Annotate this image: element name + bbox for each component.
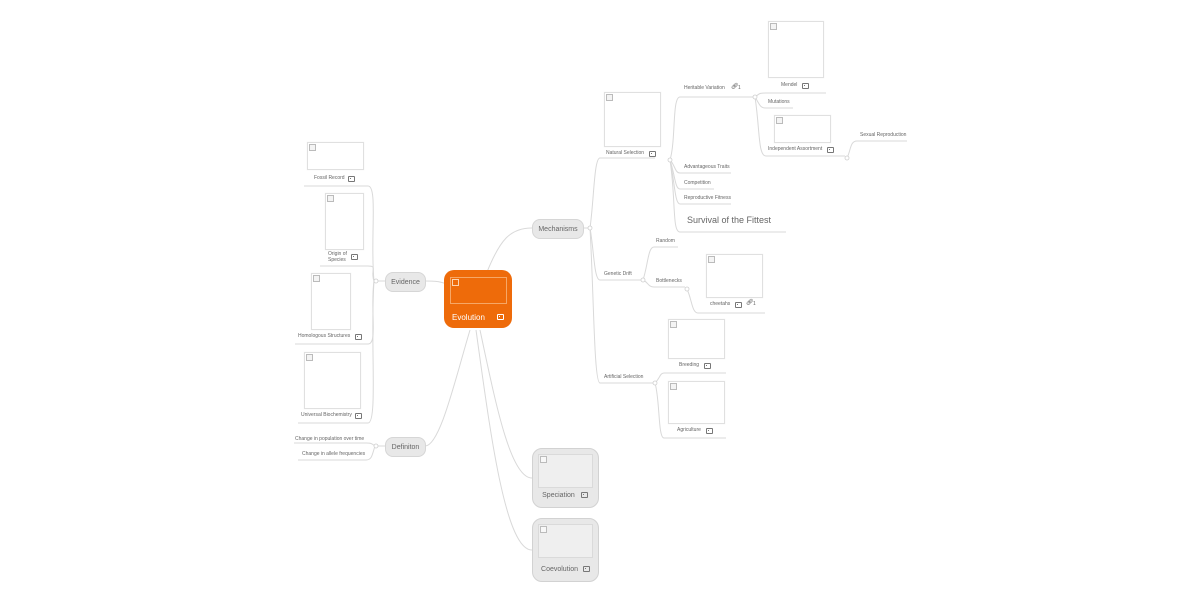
image-icon — [649, 151, 656, 157]
image-icon — [802, 83, 809, 89]
image-icon — [827, 147, 834, 153]
image-icon — [355, 413, 362, 419]
agriculture-label[interactable]: Agriculture — [677, 427, 701, 433]
homologous-structures-label[interactable]: Homologous Structures — [298, 333, 351, 339]
universal-biochemistry-image — [304, 352, 361, 409]
random-label[interactable]: Random — [656, 238, 675, 244]
topic-definition-label: Definiton — [391, 444, 420, 451]
link-icon[interactable]: 🔗︎ — [746, 300, 754, 306]
fossil-record-label[interactable]: Fossil Record — [314, 175, 345, 181]
survival-of-the-fittest-label[interactable]: Survival of the Fittest — [687, 215, 772, 225]
topic-speciation[interactable]: Speciation — [532, 448, 599, 508]
definition-item-population[interactable]: Change in population over time — [295, 436, 365, 442]
sexual-reproduction-label[interactable]: Sexual Reproduction — [860, 132, 907, 138]
independent-assortment-label[interactable]: Independent Assortment — [768, 146, 823, 152]
coevolution-image — [538, 524, 593, 558]
definition-item-allele[interactable]: Change in allele frequencies — [302, 451, 366, 457]
origin-of-species-label-line2[interactable]: Species — [328, 257, 346, 263]
genetic-drift-label[interactable]: Genetic Drift — [604, 271, 632, 277]
topic-evidence-label: Evidence — [391, 279, 420, 286]
cheetahs-link-count: 1 — [753, 301, 756, 307]
breeding-label[interactable]: Breeding — [679, 362, 700, 368]
independent-assortment-image — [774, 115, 831, 143]
topic-mechanisms[interactable]: Mechanisms — [532, 219, 584, 239]
origin-of-species-image — [325, 193, 364, 250]
topic-definition[interactable]: Definiton — [385, 437, 426, 457]
speciation-image — [538, 454, 593, 488]
homologous-structures-image — [311, 273, 351, 330]
image-icon — [355, 334, 362, 340]
topic-evidence[interactable]: Evidence — [385, 272, 426, 292]
artificial-selection-label[interactable]: Artificial Selection — [604, 374, 644, 380]
root-topic-evolution[interactable]: Evolution — [444, 270, 512, 328]
advantageous-traits-label[interactable]: Advantageous Traits — [684, 164, 730, 170]
topic-speciation-label: Speciation — [542, 492, 575, 499]
breeding-image — [668, 319, 725, 359]
origin-of-species-label-line1[interactable]: Origin of — [328, 251, 347, 257]
topic-mechanisms-label: Mechanisms — [538, 226, 578, 233]
competition-label[interactable]: Competition — [684, 180, 711, 186]
topic-coevolution-label: Coevolution — [541, 566, 578, 573]
root-image — [450, 277, 507, 304]
topic-coevolution[interactable]: Coevolution — [532, 518, 599, 582]
image-icon — [348, 176, 355, 182]
link-icon[interactable]: 🔗︎ — [731, 84, 739, 90]
mutations-label[interactable]: Mutations — [768, 99, 790, 105]
bottlenecks-label[interactable]: Bottlenecks — [656, 278, 682, 284]
image-icon — [497, 314, 504, 320]
cheetahs-image — [706, 254, 763, 298]
universal-biochemistry-label[interactable]: Universal Biochemistry — [301, 412, 352, 418]
image-icon — [735, 302, 742, 308]
agriculture-image — [668, 381, 725, 424]
cheetahs-label[interactable]: cheetahs — [710, 301, 731, 307]
heritable-variation-link-count: 1 — [738, 85, 741, 91]
natural-selection-image — [604, 92, 661, 147]
image-icon — [351, 254, 358, 260]
image-icon — [704, 363, 711, 369]
natural-selection-label[interactable]: Natural Selection — [606, 150, 645, 156]
heritable-variation-label[interactable]: Heritable Variation — [684, 85, 725, 91]
reproductive-fitness-label[interactable]: Reproductive Fitness — [684, 195, 731, 201]
image-icon — [583, 566, 590, 572]
mendel-label[interactable]: Mendel — [781, 82, 798, 88]
root-label: Evolution — [452, 313, 485, 322]
mendel-image — [768, 21, 824, 78]
fossil-record-image — [307, 142, 364, 170]
image-icon — [581, 492, 588, 498]
image-icon — [706, 428, 713, 434]
